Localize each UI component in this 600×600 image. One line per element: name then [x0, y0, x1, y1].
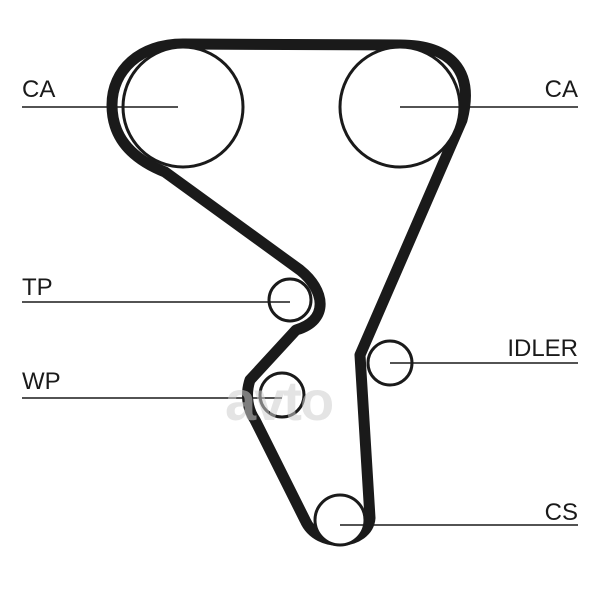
crankshaft-pulley — [313, 493, 367, 547]
label-idler: IDLER — [507, 335, 578, 362]
tensioner-pulley — [267, 277, 313, 323]
timing-belt — [106, 38, 471, 546]
label-cam-left: CA — [22, 76, 56, 103]
label-crankshaft: CS — [544, 499, 578, 526]
water-pump-pulley — [258, 371, 306, 419]
label-tensioner: TP — [22, 274, 53, 301]
label-water-pump: WP — [22, 368, 61, 395]
label-cam-right: CA — [544, 76, 578, 103]
watermark-logo: avto — [225, 369, 334, 432]
